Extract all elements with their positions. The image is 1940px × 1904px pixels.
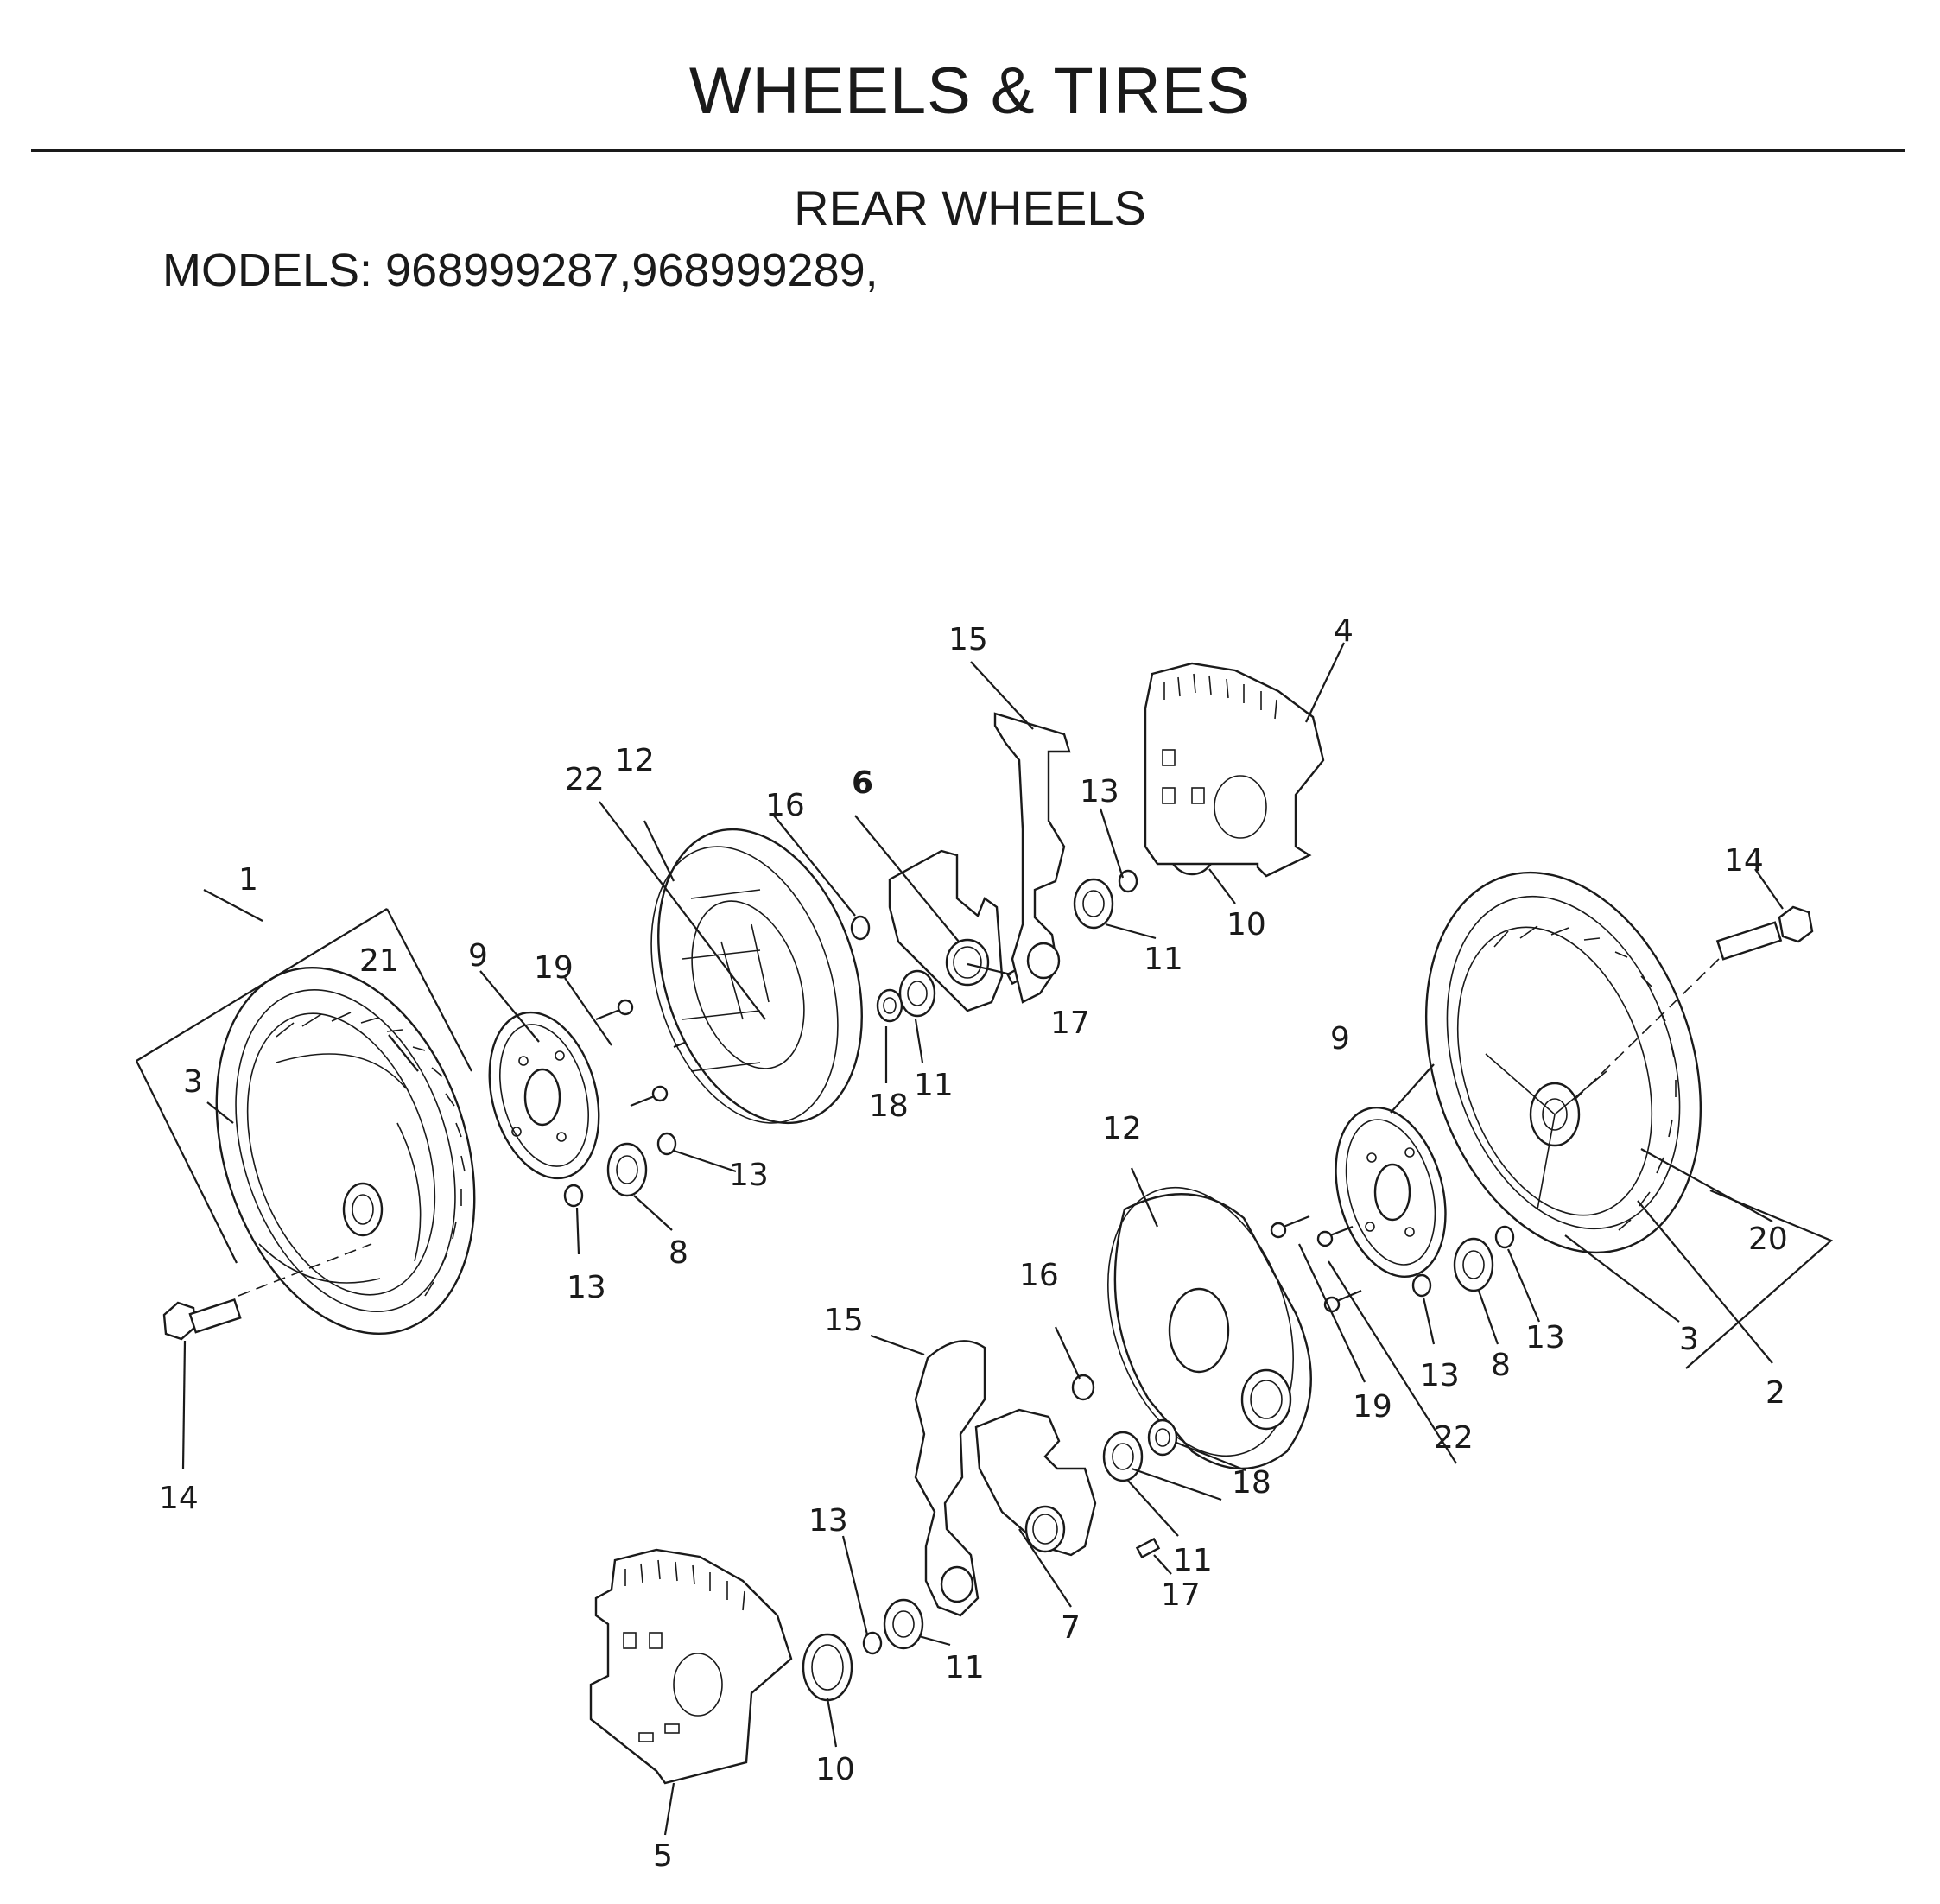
leader-lines: [136, 642, 1834, 1836]
callout-22-left: 22: [565, 762, 605, 797]
right-retaining-ring-a: [1411, 1273, 1432, 1298]
right-grease-fitting: [1135, 1537, 1161, 1559]
callout-21: 21: [359, 943, 399, 979]
callout-2: 2: [1766, 1375, 1785, 1411]
callout-17-right: 17: [1161, 1577, 1201, 1613]
right-pinion: [1453, 1237, 1494, 1292]
callout-labels: 1 2 3 3 4 5 6 7 8 8 9 9 10 10 11 11 11 1…: [159, 613, 1788, 1874]
models-line: MODELS: 968999287,968999289,: [162, 244, 878, 296]
callout-9-left: 9: [468, 938, 488, 974]
right-axle-bolt: [1571, 905, 1814, 1103]
callout-12-right: 12: [1102, 1111, 1142, 1146]
callout-18-right: 18: [1232, 1465, 1271, 1501]
callout-13-f: 13: [808, 1503, 848, 1539]
callout-5: 5: [653, 1838, 673, 1874]
callout-10-bottom: 10: [815, 1752, 855, 1787]
callout-17-left: 17: [1050, 1006, 1090, 1041]
left-wheel: [215, 967, 476, 1335]
callout-11-c: 11: [1173, 1543, 1213, 1578]
callout-1: 1: [238, 862, 258, 898]
callout-11-a: 11: [914, 1068, 954, 1103]
section-subtitle: REAR WHEELS: [794, 181, 1146, 235]
callout-13-e: 13: [1525, 1320, 1565, 1355]
right-wheel: [1424, 871, 1702, 1254]
callout-13-b: 13: [729, 1158, 769, 1193]
left-washer: [850, 915, 871, 941]
callout-3-left: 3: [183, 1064, 203, 1100]
callout-19-left: 19: [534, 950, 574, 986]
left-pinion: [606, 1142, 648, 1197]
left-axle-bolt: [162, 1243, 372, 1341]
callout-19-right: 19: [1353, 1389, 1392, 1425]
right-height-plate: [589, 1548, 793, 1785]
callout-11-b: 11: [1144, 942, 1183, 977]
left-retaining-ring-a: [563, 1184, 584, 1208]
left-drive-gear: [488, 1011, 600, 1180]
callout-7: 7: [1061, 1610, 1081, 1646]
callout-6: 6: [852, 765, 873, 801]
callout-20: 20: [1748, 1222, 1788, 1257]
left-bushing-bearing: [876, 969, 936, 1023]
callout-18-left: 18: [869, 1088, 909, 1124]
callout-14-left: 14: [159, 1481, 199, 1516]
right-washer: [1071, 1374, 1095, 1401]
callout-13-c: 13: [1080, 774, 1119, 809]
callout-16-left: 16: [765, 788, 805, 823]
right-retaining-ring-b: [1494, 1225, 1515, 1249]
callout-3-right: 3: [1679, 1322, 1699, 1357]
right-gear-bolts: [1270, 1215, 1362, 1313]
right-height-lever: [914, 1340, 986, 1617]
callout-15-top: 15: [948, 622, 988, 657]
left-gear-housing: [650, 828, 863, 1125]
right-pivot-bracket: [974, 1408, 1097, 1557]
callout-22-right: 22: [1434, 1420, 1474, 1456]
callout-8-right: 8: [1491, 1348, 1511, 1383]
callout-16-right: 16: [1019, 1258, 1059, 1293]
left-height-lever: [993, 712, 1071, 1004]
left-retaining-ring-b: [656, 1132, 677, 1156]
callout-13-a: 13: [567, 1270, 606, 1305]
callout-12-left: 12: [615, 743, 655, 778]
right-drive-gear: [1335, 1106, 1447, 1279]
right-gear-housing: [1107, 1186, 1312, 1470]
title-divider: [31, 149, 1905, 152]
callout-8-left: 8: [669, 1235, 688, 1271]
page-title: WHEELS & TIRES: [688, 54, 1252, 128]
callout-14-right: 14: [1724, 843, 1764, 879]
callout-9-right: 9: [1330, 1021, 1350, 1057]
callout-4: 4: [1334, 613, 1354, 649]
left-height-plate: [1144, 662, 1325, 878]
right-outer-bearing: [802, 1598, 924, 1702]
callout-15-bottom: 15: [824, 1303, 864, 1338]
callout-13-d: 13: [1420, 1358, 1460, 1393]
callout-11-d: 11: [945, 1650, 985, 1685]
callout-10-top: 10: [1227, 907, 1266, 942]
